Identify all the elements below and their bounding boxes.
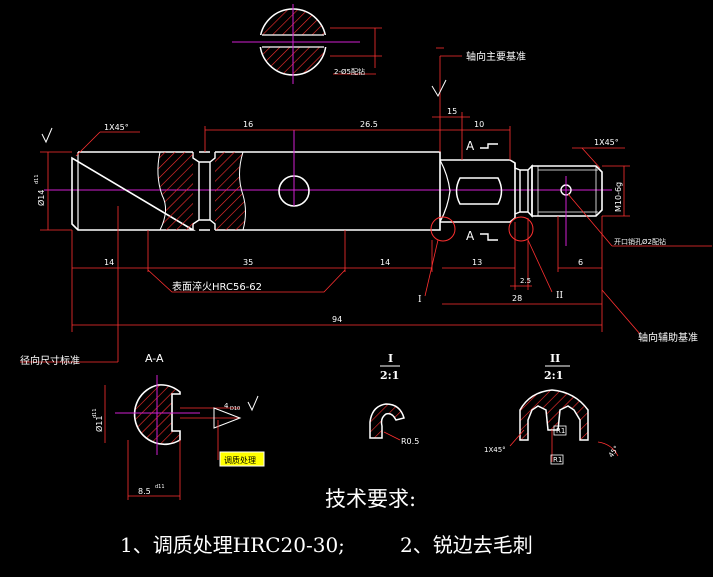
section-aa-title: A-A [145, 352, 164, 365]
key-tol-arrow [213, 407, 242, 429]
section-mark-bottom: A [466, 229, 475, 243]
break-line-left [157, 151, 166, 231]
step-chamfer [439, 159, 451, 223]
detail-2-chamfer-leader [509, 429, 525, 447]
pin-hole-leader [567, 193, 613, 247]
axial-main-datum: 轴向主要基准 [466, 50, 526, 63]
detail-2-r1a: R1 [556, 427, 565, 435]
section-aa-dia: Ø11 [94, 416, 104, 432]
dim-28: 28 [512, 294, 522, 303]
key-width: 4 [224, 402, 229, 410]
detail-2-shape [519, 389, 589, 441]
dim-94: 94 [332, 315, 342, 324]
axial-aux-leader [601, 289, 641, 335]
surface-finish-top [431, 79, 447, 98]
detail-2-r1b-box [550, 454, 564, 465]
dim-14-left: 14 [104, 258, 114, 267]
detail-circle-1 [430, 216, 456, 242]
detail-2-r1a-box [553, 425, 567, 436]
key-tol: D10 [230, 406, 240, 412]
chamfer-left-leader [75, 131, 101, 157]
axial-aux-datum: 轴向辅助基准 [638, 331, 698, 344]
shaft-left-body [71, 151, 441, 231]
detail-2-label: II [550, 352, 560, 365]
dim-35: 35 [243, 258, 253, 267]
chamfer-right-leader [581, 147, 601, 169]
thread-end [531, 165, 603, 217]
chamfer-left-label: 1X45° [104, 123, 129, 132]
boxed-note [219, 451, 265, 467]
surface-hardening: 表面淬火HRC56-62 [172, 280, 262, 293]
dim-15: 15 [447, 107, 457, 116]
dia-left-label: Ø14 [36, 190, 46, 206]
requirement-2: 2、锐边去毛刺 [400, 533, 533, 557]
detail-2-r1b: R1 [553, 456, 562, 464]
section-aa-width: 8.5 [138, 487, 151, 496]
section-mark-top: A [466, 139, 475, 153]
break-line-right [239, 151, 246, 231]
detail-1-leader [383, 431, 401, 441]
keyway-slot [455, 177, 503, 205]
section-aa-dia-tol: d11 [92, 408, 98, 418]
detail-2-angle: 45° [607, 444, 621, 459]
detail-1-label: I [388, 352, 393, 365]
step-section [440, 159, 516, 223]
detail-1-radius: R0.5 [401, 437, 419, 446]
boxed-note-text: 调质处理 [224, 455, 256, 465]
detail-marker-1: I [418, 295, 422, 305]
detail-1-shape [369, 403, 405, 439]
broken-section-hatch-right [215, 152, 246, 230]
dim-2-5: 2.5 [520, 277, 531, 285]
requirement-1: 1、调质处理HRC20-30; [120, 533, 345, 557]
dim-26-5: 26.5 [360, 120, 378, 129]
section-mark-bottom-arrow [480, 233, 498, 241]
pin-hole-top-note: 2-Ø5配钻 [334, 67, 365, 76]
dim-16: 16 [243, 120, 253, 129]
dim-10: 10 [474, 120, 484, 129]
detail-1: I 2:1 R0.5 [369, 352, 419, 446]
surface-finish-left [41, 127, 53, 144]
section-mark-top-arrow [480, 143, 498, 149]
detail-circle-2 [508, 216, 534, 242]
dia-left-tol: d11 [34, 174, 40, 184]
detail-2-scale: 2:1 [544, 369, 563, 382]
detail-2-angle-arc [597, 441, 619, 457]
hardening-bracket [147, 269, 346, 293]
surface-finish-key [247, 395, 259, 412]
section-aa-width-tol: d11 [155, 484, 165, 490]
section-aa: A-A 8.5 d11 Ø11 d11 4 D10 调质处理 [92, 352, 265, 500]
detail-2: II 2:1 1X45° R1 R1 45° [484, 352, 621, 465]
pin-hole-note: 开口销孔Ø2配钻 [614, 237, 666, 246]
detail-2-leader [527, 239, 553, 293]
broken-section-hatch-left [157, 152, 193, 230]
groove [192, 152, 216, 230]
main-view: A A I II Ø14 d11 1X45° 1X45° M10-6g [20, 47, 712, 367]
technical-requirements: 技术要求: 1、调质处理HRC20-30; 2、锐边去毛刺 [120, 487, 533, 557]
detail-2-chamfer: 1X45° [484, 446, 506, 454]
requirements-title: 技术要求: [325, 487, 416, 511]
chamfer-right-label: 1X45° [594, 138, 619, 147]
dim-6: 6 [578, 258, 583, 267]
radial-datum: 径向尺寸标准 [20, 354, 80, 367]
top-section-view: 2-Ø5配钻 [232, 4, 382, 84]
detail-1-scale: 2:1 [380, 369, 399, 382]
thread-label: M10-6g [614, 182, 623, 212]
dim-14-mid: 14 [380, 258, 390, 267]
dim-13: 13 [472, 258, 482, 267]
detail-marker-2: II [556, 291, 564, 301]
